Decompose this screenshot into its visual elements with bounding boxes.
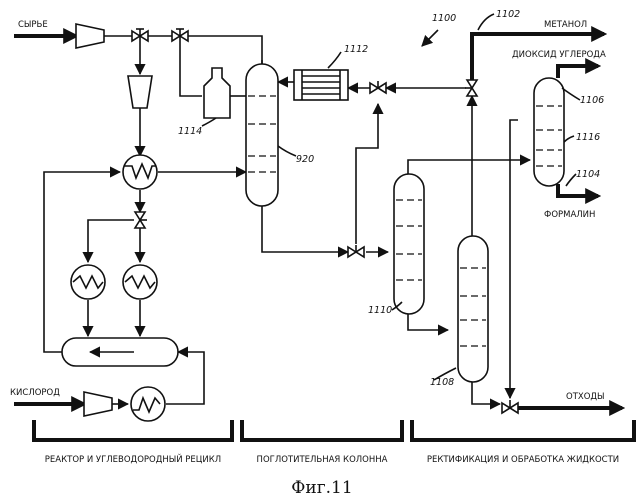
system-ref-arrow: [422, 30, 438, 46]
oxygen-label: КИСЛОРОД: [10, 388, 60, 398]
formalin-label: ФОРМАЛИН: [544, 210, 595, 220]
oxygen-heater-icon: [131, 387, 165, 421]
valve-icon: [370, 81, 386, 93]
section-absorber-label: ПОГЛОТИТЕЛЬНАЯ КОЛОННА: [257, 455, 388, 465]
co2-label: ДИОКСИД УГЛЕРОДА: [512, 50, 606, 60]
feed-to-absorber-line: [104, 36, 262, 70]
heater-right-icon: [123, 265, 157, 299]
waste-label: ОТХОДЫ: [566, 392, 605, 402]
ref-rectifier: 1108: [430, 377, 454, 388]
ref-absorber: 920: [296, 154, 314, 165]
ref-co2-line: 1106: [580, 95, 604, 106]
formalin-out-line: [558, 184, 598, 196]
valve-icon: [465, 80, 477, 96]
ref-column-1116: 1116: [576, 132, 600, 143]
figure-caption: Фиг.11: [291, 478, 352, 498]
valve-icon: [348, 245, 364, 257]
co2-out-line: [558, 66, 598, 78]
rectifier-column-1108: [458, 236, 488, 382]
recycle-loop-line: [44, 172, 120, 352]
heat-exchanger-icon: [123, 155, 157, 189]
ref-formalin-line: 1104: [576, 169, 600, 180]
section-brackets: [34, 420, 634, 440]
ref-column-1110: 1110: [368, 305, 392, 316]
methanol-label: МЕТАНОЛ: [544, 20, 587, 30]
section-rectification-label: РЕКТИФИКАЦИЯ И ОБРАБОТКА ЖИДКОСТИ: [427, 455, 619, 465]
column-1116: [534, 78, 564, 186]
vessel-1114-icon: [204, 68, 230, 118]
recycle-up-line: [356, 104, 378, 244]
exchanger-1112-icon: [294, 70, 348, 100]
branch-to-vessel-line: [180, 36, 202, 96]
absorber-bottom-line: [262, 204, 348, 252]
valve-icon: [135, 212, 147, 228]
leader-1102: [478, 14, 494, 30]
reactor-icon: [62, 338, 178, 366]
absorber-column-920: [246, 64, 278, 206]
ref-exchanger: 1112: [344, 44, 368, 55]
feed-compressor-icon: [76, 24, 104, 48]
1110-to-1116-line: [408, 160, 530, 176]
heater-left-icon: [71, 265, 105, 299]
ref-methanol-line: 1102: [496, 9, 520, 20]
separator-icon: [128, 76, 152, 108]
rectifier-bottom-line: [472, 380, 500, 404]
oxygen-compressor-icon: [84, 392, 112, 416]
1116-to-waste-line: [510, 120, 518, 398]
split-left-line: [88, 220, 134, 262]
feed-label: СЫРЬЕ: [18, 20, 48, 30]
column-1110: [394, 174, 424, 314]
ref-system: 1100: [432, 13, 456, 24]
ref-vessel: 1114: [178, 126, 202, 137]
1110-to-rectifier-line: [408, 312, 448, 330]
section-reactor-label: РЕАКТОР И УГЛЕВОДОРОДНЫЙ РЕЦИКЛ: [45, 453, 221, 465]
valve-icon: [502, 400, 518, 413]
